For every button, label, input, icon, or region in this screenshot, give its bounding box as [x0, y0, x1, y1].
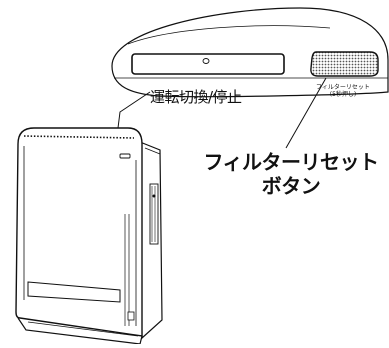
power-indicator-icon [202, 58, 210, 64]
front-grille [27, 281, 121, 303]
callout-line2: ボタン [261, 174, 321, 198]
filter-button-small-label: フィルターリセット (5秒押し) [314, 84, 372, 98]
air-purifier-illustration [15, 127, 163, 345]
filter-reset-callout: フィルターリセット ボタン [196, 150, 386, 198]
filter-button-small-label-line2: (5秒押し) [329, 91, 357, 98]
filter-reset-button[interactable] [310, 51, 379, 77]
callout-line1: フィルターリセット [203, 150, 379, 174]
power-button-label: 運転切換/停止 [150, 88, 242, 106]
filter-button-small-label-line1: フィルターリセット [316, 84, 370, 91]
callout-leader-line [285, 77, 327, 149]
power-button[interactable] [131, 53, 285, 75]
zoom-leader-line [117, 91, 151, 129]
